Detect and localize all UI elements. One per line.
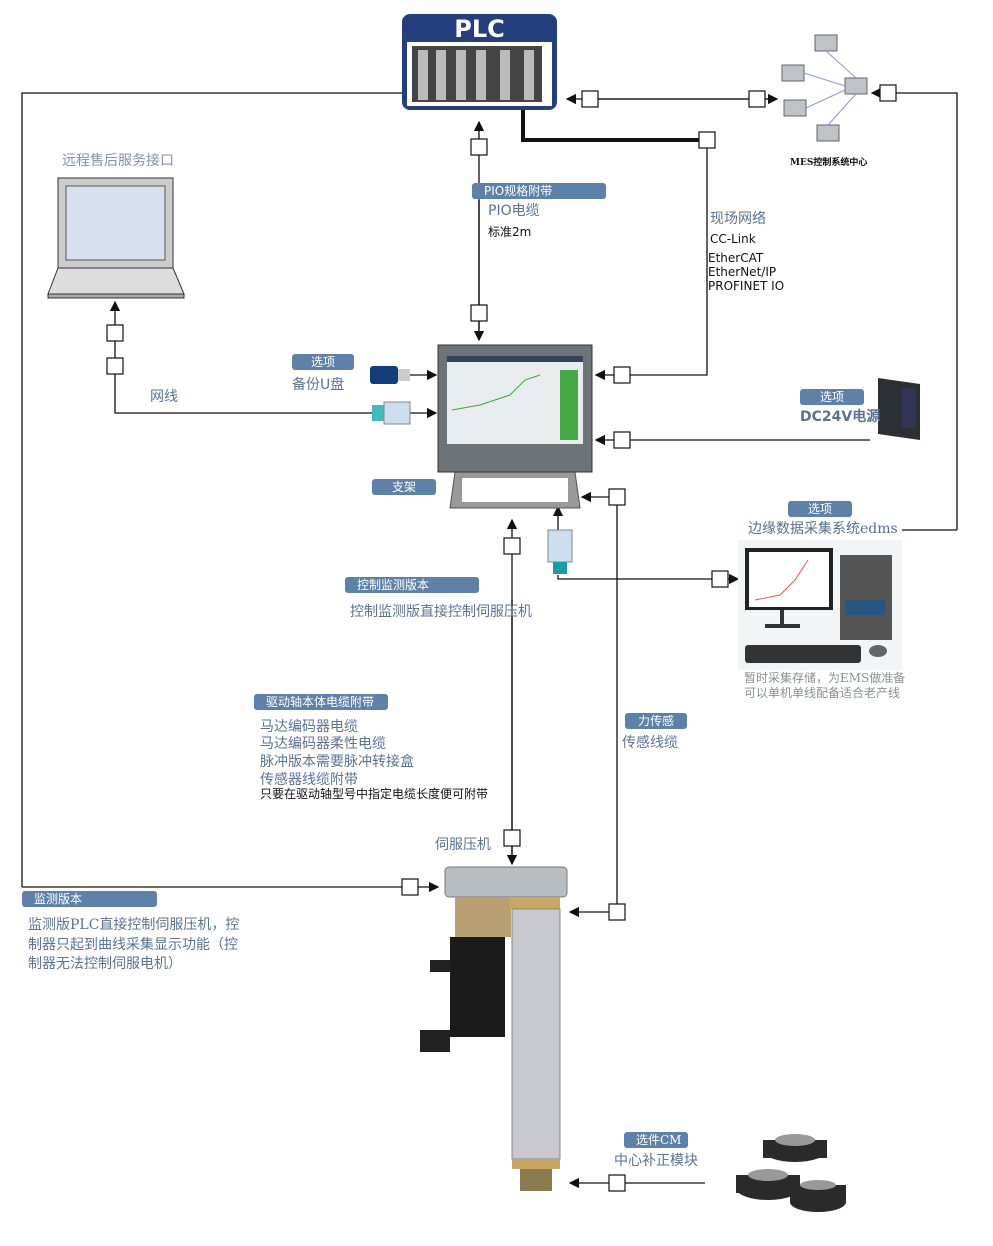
fieldbus-item: CC-Link [710, 232, 756, 246]
ethernet-connector-image [547, 529, 573, 574]
edms-note: 暂时采集存储，为EMS做准备 [744, 671, 906, 685]
pio-cable-title: PIO电缆 [488, 203, 540, 219]
fieldbus-title: 现场网络 [710, 211, 766, 227]
edms-badge: 选项 [788, 501, 852, 517]
control-title: 控制监测版直接控制伺服压机 [350, 604, 532, 620]
usb-drive-image [370, 366, 410, 384]
monitor-line: 监测版PLC直接控制伺服压机，控 [28, 917, 240, 933]
servo-title: 伺服压机 [435, 837, 491, 853]
plc-title: PLC [454, 15, 505, 43]
power-supply-image [878, 378, 920, 440]
edms-note: 可以单机单线配备适合老产线 [744, 686, 901, 700]
servo-press-image [420, 866, 568, 1191]
cm-module-image [736, 1134, 846, 1212]
drive-cables-badge: 驱动轴本体电缆附带 [254, 694, 388, 710]
drive-cable-note: 只要在驱动轴型号中指定电缆长度便可附带 [260, 787, 489, 801]
edms-computer-image [738, 540, 902, 670]
power-title: DC24V电源 [800, 409, 881, 425]
lan-plug-image [372, 401, 411, 425]
edms-title: 边缘数据采集系统edms [748, 521, 898, 537]
power-badge: 选项 [800, 389, 864, 405]
drive-cable-item: 马达编码器柔性电缆 [260, 736, 386, 752]
force-title: 传感线缆 [622, 735, 678, 751]
usb-badge: 选项 [292, 354, 354, 370]
drive-cable-item: 传感器线缆附带 [260, 772, 358, 788]
drive-cable-item: 马达编码器电缆 [260, 719, 358, 735]
monitor-line: 制器只起到曲线采集显示功能（控 [28, 937, 238, 953]
plc-image [402, 14, 557, 110]
control-badge: 控制监测版本 [345, 577, 479, 593]
drive-cable-item: 脉冲版本需要脉冲转接盒 [260, 754, 414, 770]
monitor-badge: 监测版本 [22, 891, 157, 907]
fieldbus-item: PROFINET IO [708, 279, 785, 293]
force-badge: 力传感 [625, 713, 687, 729]
pio-cable-note: 标准2m [488, 225, 532, 239]
mes-network-image [781, 34, 868, 142]
fieldbus-item: EtherNet/IP [708, 265, 777, 279]
cm-badge: 选件CM [624, 1132, 688, 1148]
laptop-image [47, 177, 185, 299]
usb-title: 备份U盘 [292, 377, 345, 393]
mes-label: MES控制系统中心 [790, 158, 868, 168]
pio-badge: PIO规格附带 [472, 183, 606, 199]
monitor-line: 制器无法控制伺服电机） [28, 956, 182, 972]
hmi-panel-image [437, 344, 593, 509]
remote-service-label: 远程售后服务接口 [62, 153, 174, 169]
stand-badge: 支架 [372, 479, 436, 495]
cm-title: 中心补正模块 [614, 1153, 698, 1169]
connector-boxes [106, 84, 897, 1192]
lan-title: 网线 [150, 389, 178, 405]
fieldbus-item: EtherCAT [708, 251, 764, 265]
